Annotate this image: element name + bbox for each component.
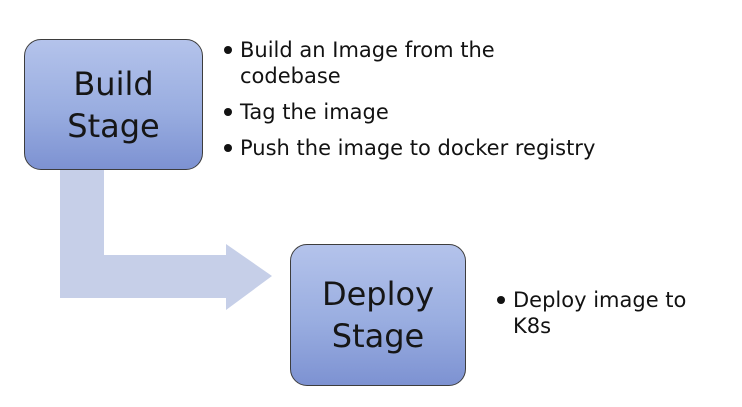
build-note-item: Push the image to docker registry (224, 135, 644, 161)
deploy-note-item: Deploy image to K8s (497, 287, 713, 339)
deploy-stage-notes: Deploy image to K8s (497, 287, 727, 339)
build-stage-box: Build Stage (24, 39, 203, 170)
build-stage-notes: Build an Image from the codebase Tag the… (224, 37, 644, 171)
bullet-dot-icon (224, 108, 232, 116)
build-stage-title: Build Stage (67, 64, 160, 145)
bullet-dot-icon (224, 144, 232, 152)
bent-arrow-shape (60, 170, 272, 310)
bullet-dot-icon (497, 296, 505, 304)
build-note-text: Tag the image (240, 100, 389, 124)
bullet-dot-icon (224, 46, 232, 54)
build-note-text: Push the image to docker registry (240, 136, 596, 160)
deploy-stage-title: Deploy Stage (321, 275, 435, 355)
deploy-note-text: Deploy image to K8s (513, 288, 687, 338)
deploy-stage-box: Deploy Stage (290, 244, 466, 386)
build-note-item: Build an Image from the codebase (224, 37, 540, 89)
build-note-text: Build an Image from the codebase (240, 38, 495, 88)
build-note-item: Tag the image (224, 99, 644, 125)
